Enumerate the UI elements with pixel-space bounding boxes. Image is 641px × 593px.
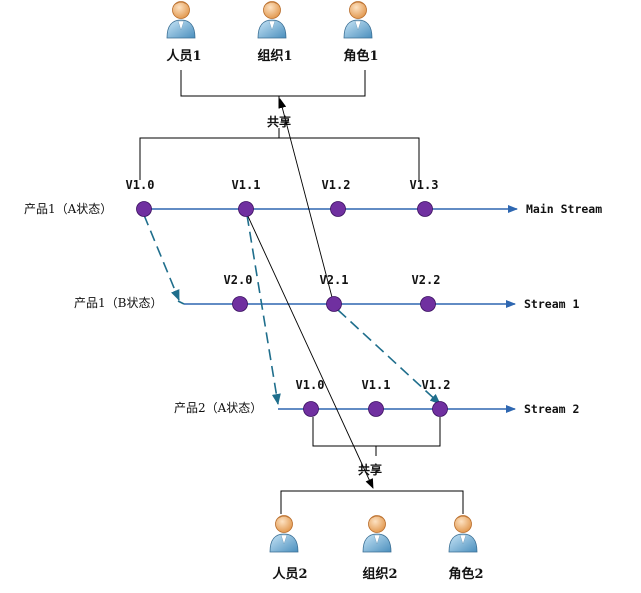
product-label-stream1: 产品1（B状态） [74, 296, 162, 310]
version-labels: V1.0 V1.1 V1.2 V1.3 V2.0 V2.1 V2.2 V1.0 … [126, 178, 451, 392]
version-node [432, 401, 448, 417]
share-arrow-up [278, 98, 334, 302]
version-node [232, 296, 248, 312]
product-label-stream2: 产品2（A状态） [174, 401, 262, 415]
person-icon [269, 515, 299, 553]
bottom-role-org: 组织2 [362, 566, 397, 582]
branch-arrow [143, 214, 180, 301]
bottom-role-role: 角色2 [448, 566, 483, 582]
version-nodes [136, 201, 448, 417]
version-node [136, 201, 152, 217]
branch-arrow [246, 214, 281, 405]
branch-arrows [143, 214, 441, 405]
version-label: V1.3 [410, 178, 439, 192]
version-label: V2.2 [412, 273, 441, 287]
person-icon [448, 515, 478, 553]
version-node [330, 201, 346, 217]
version-label: V1.2 [422, 378, 451, 392]
version-label: V2.1 [320, 273, 349, 287]
share-arrow-down [245, 211, 374, 489]
top-role-org: 组织1 [257, 48, 292, 64]
stream-name-1: Stream 1 [524, 297, 579, 311]
stream-name-main: Main Stream [526, 202, 602, 216]
stream-name-2: Stream 2 [524, 402, 579, 416]
version-label: V1.1 [232, 178, 261, 192]
person-icon [166, 1, 196, 39]
version-node [238, 201, 254, 217]
product-label-main: 产品1（A状态） [24, 202, 112, 216]
person-icon [343, 1, 373, 39]
top-role-person: 人员1 [166, 48, 201, 64]
top-roles: 人员1 组织1 角色1 [166, 1, 379, 64]
top-role-role: 角色1 [343, 48, 378, 64]
version-node [417, 201, 433, 217]
version-node [420, 296, 436, 312]
branch-arrow [337, 309, 441, 405]
bottom-roles: 人员2 组织2 角色2 [269, 515, 484, 582]
person-icon [362, 515, 392, 553]
version-label: V2.0 [224, 273, 253, 287]
bottom-role-person: 人员2 [272, 566, 307, 582]
bottom-share-bracket [280, 417, 464, 514]
version-label: V1.0 [126, 178, 155, 192]
version-node [303, 401, 319, 417]
version-label: V1.2 [322, 178, 351, 192]
version-node [368, 401, 384, 417]
version-node [326, 296, 342, 312]
share-label-bottom: 共享 [358, 462, 382, 477]
version-label: V1.1 [362, 378, 391, 392]
version-label: V1.0 [296, 378, 325, 392]
person-icon [257, 1, 287, 39]
